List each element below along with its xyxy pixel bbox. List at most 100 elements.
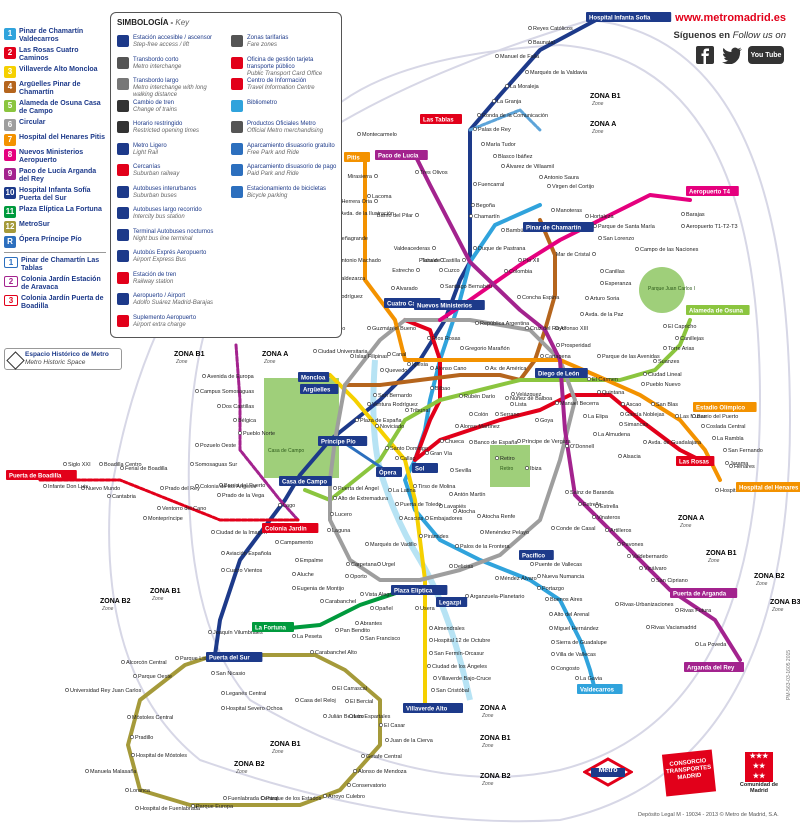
terminal-casa-campo[interactable]: Casa de Campo (279, 476, 332, 486)
station-urgel[interactable]: Urgel (382, 562, 395, 568)
station-campus-somosaguas[interactable]: Campus Somosaguas (200, 389, 254, 395)
station-parque-estados[interactable]: Parque de los Estados (266, 796, 322, 802)
station-puerta-angel[interactable]: Puerta del Ángel (338, 485, 379, 492)
station-conservatorio[interactable]: Conservatorio (352, 783, 386, 789)
station-hospital-mostoles[interactable]: Hospital de Móstoles (136, 753, 187, 759)
station-la-moraleja[interactable]: La Moraleja (510, 84, 540, 90)
station-universidad-rey-juan-carlos[interactable]: Universidad Rey Juan Carlos (70, 688, 141, 694)
station-oporto[interactable]: Oporto (350, 574, 367, 580)
station-rios-rosas[interactable]: Ríos Rosas (432, 336, 461, 342)
station-parque-lisboa[interactable]: Parque Lisboa (180, 656, 216, 662)
station-duque-pastrana[interactable]: Duque de Pastrana (478, 246, 526, 252)
terminal-legazpi[interactable]: Legazpi (436, 597, 468, 607)
station-infante-don-luis[interactable]: Infante Don Luis (48, 484, 88, 490)
station-villa-vallecas[interactable]: Villa de Vallecas (556, 652, 596, 658)
terminal-pitis[interactable]: Pitis (344, 152, 370, 162)
terminal-puerta-sur[interactable]: Puerta del Sur (206, 652, 263, 662)
station-esperanza[interactable]: Esperanza (605, 281, 632, 287)
station-leganes-central[interactable]: Leganés Central (226, 691, 266, 697)
station-cartagena[interactable]: Cartagena (545, 354, 572, 360)
station-miguel-hernandez[interactable]: Miguel Hernández (554, 626, 599, 632)
terminal-moncloa[interactable]: Moncloa (298, 372, 330, 382)
station-getafe-central[interactable]: Getafe Central (366, 754, 402, 760)
station-alonso-martinez[interactable]: Alonso Martínez (460, 424, 500, 430)
station-el-bercial[interactable]: El Bercial (350, 699, 373, 705)
station-delicias[interactable]: Delicias (454, 564, 474, 570)
station-san-fernando[interactable]: San Fernando (728, 448, 763, 454)
station-velazquez[interactable]: Velázquez (516, 392, 542, 398)
station-parque-oeste[interactable]: Parque Oeste (138, 674, 172, 680)
station-ronda-comunicacion[interactable]: Ronda de la Comunicación (482, 113, 548, 119)
station-el-casar[interactable]: El Casar (384, 723, 405, 729)
station-hortaleza[interactable]: Hortaleza (590, 214, 614, 220)
station-ciudad-lineal[interactable]: Ciudad Lineal (648, 372, 682, 378)
station-coslada-central[interactable]: Coslada Central (706, 424, 745, 430)
station-henares[interactable]: Henares (734, 464, 755, 470)
station-concha-espina[interactable]: Concha Espina (522, 295, 560, 301)
terminal-valdecarros[interactable]: Valdecarros (577, 684, 623, 694)
terminal-pacifico[interactable]: Pacífico (519, 550, 554, 560)
station-lucero[interactable]: Lucero (335, 512, 352, 518)
station-lavapies[interactable]: Lavapiés (444, 504, 466, 510)
station-arroyo-culebro[interactable]: Arroyo Culebro (328, 794, 365, 800)
station-guzman-bueno[interactable]: Guzmán el Bueno (372, 326, 416, 332)
station-fuenlabrada-central[interactable]: Fuenlabrada Central (228, 796, 278, 802)
station-vista-alegre[interactable]: Vista Alegre (365, 592, 394, 598)
station-pueblo-nuevo[interactable]: Pueblo Nuevo (646, 382, 681, 388)
station-prado-espino[interactable]: Prado de la Vega (222, 493, 265, 499)
station-bambu[interactable]: Bambú (506, 228, 523, 234)
station-canillas[interactable]: Canillas (605, 269, 625, 275)
station-rivas-urb[interactable]: Rivas-Urbanizaciones (620, 602, 674, 608)
station-colombia[interactable]: Colombia (509, 269, 533, 275)
station-parque-europa[interactable]: Parque Europa (196, 804, 234, 810)
station-baunatal[interactable]: Baunatal (533, 40, 555, 46)
station-prado-rey[interactable]: Prado del Rey (165, 486, 200, 492)
station-aeropuerto-123[interactable]: Aeropuerto T1-T2-T3 (686, 224, 738, 230)
station-alvarado[interactable]: Alvarado (396, 286, 418, 292)
station-garcia-noblejas[interactable]: García Noblejas (625, 412, 665, 418)
station-carpetana[interactable]: Carpetana (351, 562, 378, 568)
station-aluche[interactable]: Aluche (297, 572, 314, 578)
terminal-la-fortuna[interactable]: La Fortuna (252, 622, 294, 632)
station-parque-avenidas[interactable]: Parque de las Avenidas (602, 354, 660, 360)
station-sevilla[interactable]: Sevilla (455, 468, 472, 474)
station-republica-argentina[interactable]: República Argentina (480, 321, 530, 327)
station-virgen-cortijo[interactable]: Virgen del Cortijo (552, 184, 594, 190)
terminal-arguelles[interactable]: Argüelles (300, 384, 339, 394)
station-abrantes[interactable]: Abrantes (360, 621, 382, 627)
station-la-almudena[interactable]: La Almudena (598, 432, 631, 438)
station-buenos-aires[interactable]: Buenos Aires (550, 597, 583, 603)
station-canillejas[interactable]: Canillejas (680, 336, 704, 342)
station-carabanchel-alto[interactable]: Carabanchel Alto (315, 650, 357, 656)
station-penagrande[interactable]: Peñagrande (338, 236, 368, 242)
terminal-sol[interactable]: Sol (412, 463, 438, 473)
station-pozuelo-oeste[interactable]: Pozuelo Oeste (200, 443, 236, 449)
station-aviacion-espanola[interactable]: Aviación Española (226, 551, 272, 557)
station-begona[interactable]: Begoña (476, 203, 496, 209)
terminal-villaverde-alto[interactable]: Villaverde Alto (403, 703, 463, 713)
terminal-alameda-osuna[interactable]: Alameda de Osuna (686, 305, 750, 315)
station-vinateros[interactable]: Vinateros (597, 515, 620, 521)
station-tres-olivos[interactable]: Tres Olivos (420, 170, 448, 176)
station-avda-america[interactable]: Av. de América (490, 366, 527, 372)
station-la-gavia[interactable]: La Gavia (580, 676, 603, 682)
station-antonio-machado[interactable]: Antonio Machado (338, 258, 381, 264)
station-goya[interactable]: Goya (540, 418, 554, 424)
station-simancas[interactable]: Simancas (624, 422, 648, 428)
station-cuatro-vientos[interactable]: Cuatro Vientos (226, 568, 263, 574)
station-alvarez-villaamil[interactable]: Álvarez de Villaamil (506, 163, 554, 170)
station-somosaguas[interactable]: Somosaguas Sur (195, 462, 237, 468)
twitter-icon[interactable] (722, 46, 742, 64)
station-colonia-bendicion[interactable]: Colonia de los Ángeles (200, 483, 257, 490)
station-valdeacederas[interactable]: Valdeacederas (394, 246, 431, 252)
station-montepríncipe[interactable]: Montepríncipe (148, 516, 183, 522)
station-alonso-cano[interactable]: Alonso Cano (435, 366, 467, 372)
station-chueca[interactable]: Chueca (445, 439, 465, 445)
station-ciudad-angeles[interactable]: Ciudad de los Ángeles (432, 663, 487, 670)
station-san-nicasio[interactable]: San Nicasio (216, 671, 245, 677)
station-menendez-pelayo[interactable]: Menéndez Pelayo (485, 530, 529, 536)
station-sainz-baranda[interactable]: Sainz de Baranda (570, 490, 615, 496)
station-reyes-catolicos[interactable]: Reyes Católicos (533, 26, 573, 32)
station-arganzuela[interactable]: Arganzuela-Planetario (470, 594, 524, 600)
station-san-francisco[interactable]: San Francisco (365, 636, 400, 642)
